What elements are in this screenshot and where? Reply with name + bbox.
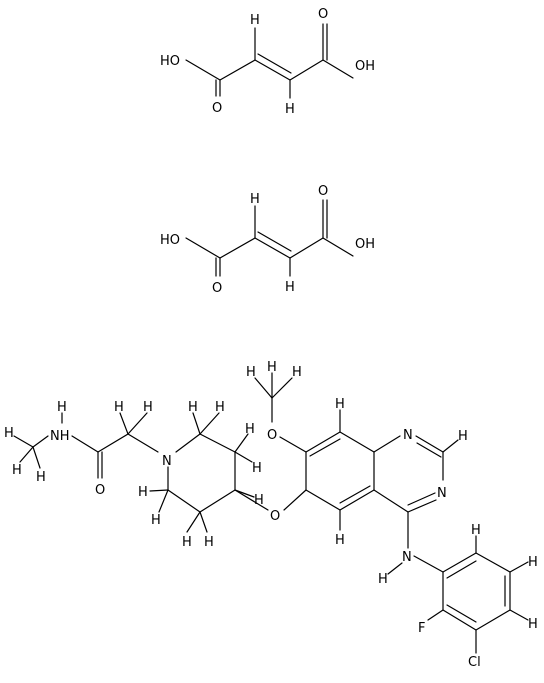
- methylene-h-label: H: [114, 400, 124, 415]
- aniline-n-label: N: [402, 550, 412, 565]
- aromatic-h-label: H: [335, 397, 345, 412]
- quinazoline-n3-label: N: [437, 486, 447, 501]
- fa2-o-label: O: [212, 281, 222, 296]
- methoxy-h-label: H: [292, 365, 302, 380]
- piperidine-h-label: H: [204, 535, 214, 550]
- methyl-h-label: H: [12, 463, 22, 478]
- methoxy-o-label: O: [267, 428, 277, 443]
- aniline-h-label: H: [378, 572, 388, 587]
- fa1-oh-label: OH: [355, 59, 375, 74]
- aromatic-h-label: H: [528, 617, 538, 632]
- piperidine-h-label: H: [188, 400, 198, 415]
- piperidine-h-label: H: [151, 513, 161, 528]
- methoxy-h-label: H: [246, 365, 256, 380]
- methyl-h-label: H: [4, 426, 14, 441]
- methylene-h-label: H: [143, 400, 153, 415]
- fa1-h-label: H: [285, 102, 295, 117]
- fa1-o-label: O: [318, 7, 328, 22]
- amide-h-label: H: [57, 400, 67, 415]
- aromatic-h-label: H: [458, 429, 468, 444]
- fa2-oh-label: OH: [355, 237, 375, 252]
- methoxy-h-label: H: [267, 360, 277, 375]
- fa2-h-label: H: [250, 192, 260, 207]
- carbonyl-o-label: O: [95, 483, 105, 498]
- ether-o-label: O: [270, 509, 280, 524]
- quinazoline-n1-label: N: [403, 428, 413, 443]
- main-molecule: NH H H H H O H H N H H H H H H H H H O O…: [4, 360, 538, 670]
- piperidine-n-label: N: [162, 454, 172, 469]
- piperidine-h-label: H: [182, 535, 192, 550]
- fa2-h-label: H: [285, 280, 295, 295]
- fluorine-label: F: [418, 621, 425, 636]
- fa1-o-label: O: [212, 101, 222, 116]
- chlorine-label: Cl: [468, 655, 481, 670]
- fumaric-acid-1: HO O H H O OH: [160, 7, 375, 117]
- piperidine-h-label: H: [215, 400, 225, 415]
- methyl-h-label: H: [36, 470, 46, 485]
- fa2-o-label: O: [318, 184, 328, 199]
- fa1-ho-label: HO: [160, 54, 180, 69]
- aromatic-h-label: H: [335, 533, 345, 548]
- piperidine-h-label: H: [254, 493, 264, 508]
- fumaric-acid-2: HO O H H O OH: [160, 184, 375, 296]
- piperidine-h-label: H: [252, 461, 262, 476]
- piperidine-h-label: H: [245, 422, 255, 437]
- aromatic-h-label: H: [471, 523, 481, 538]
- fa2-ho-label: HO: [160, 233, 180, 248]
- fa1-h-label: H: [250, 13, 260, 28]
- amide-nh-label: NH: [50, 429, 70, 444]
- piperidine-h-label: H: [138, 485, 148, 500]
- aromatic-h-label: H: [528, 555, 538, 570]
